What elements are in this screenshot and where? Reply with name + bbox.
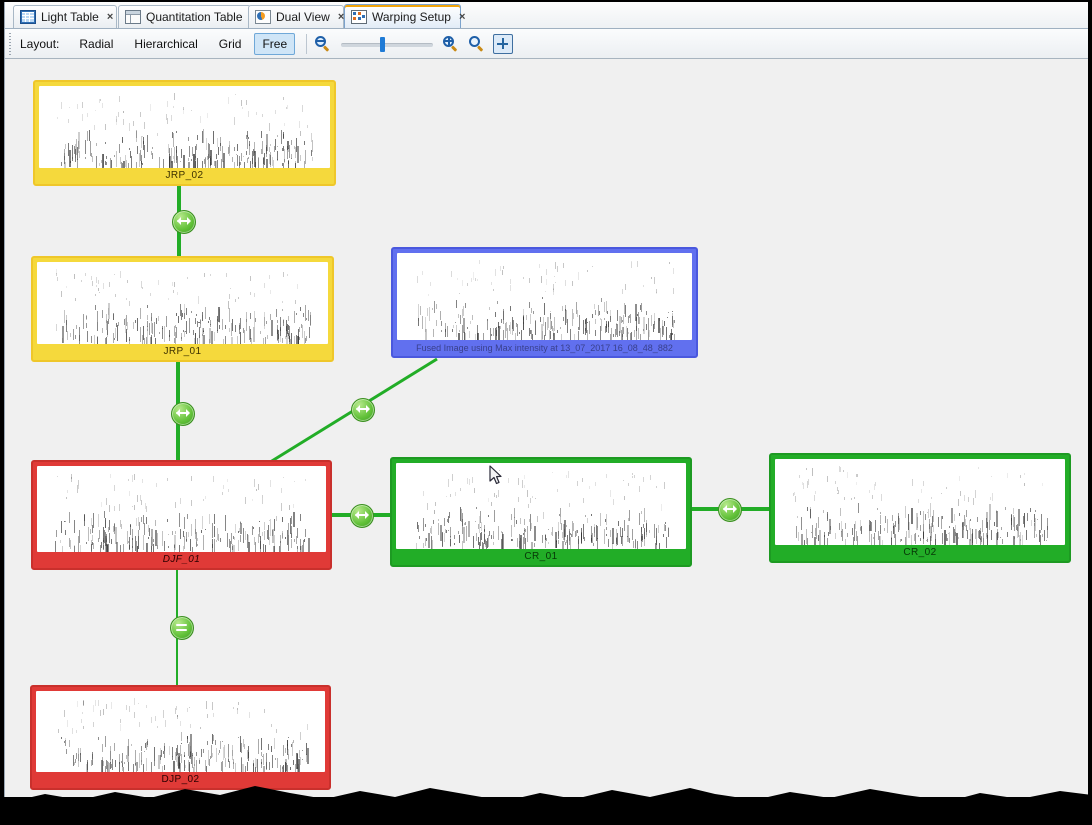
zoom-out-icon[interactable]: [315, 35, 331, 52]
tab-label: Warping Setup: [372, 9, 451, 24]
graph-node-jrp-01[interactable]: JRP_01: [31, 256, 334, 362]
toolbar-separator: [306, 33, 308, 54]
graph-node-cr-01[interactable]: CR_01: [390, 457, 692, 567]
layout-label: Layout:: [20, 36, 60, 51]
tab-close-icon[interactable]: ×: [337, 11, 345, 23]
frame-right: [1088, 0, 1092, 825]
graph-node-djp-02[interactable]: DJP_02: [30, 685, 331, 790]
application-window: Light Table × Quantitation Table × Dual …: [4, 2, 1089, 797]
tab-label: Quantitation Table: [146, 10, 243, 24]
warping-icon: [351, 9, 367, 24]
node-label: CR_01: [524, 551, 558, 562]
zoom-reset-icon[interactable]: [469, 35, 485, 52]
frame-left: [0, 0, 4, 825]
node-label: JRP_01: [163, 346, 202, 357]
edge-badge-djf01-fused[interactable]: [351, 398, 375, 422]
toolbar-drag-handle[interactable]: [9, 32, 15, 55]
tab-quantitation-table[interactable]: Quantitation Table ×: [118, 5, 264, 28]
edge-badge-jrp01-djf01[interactable]: [171, 402, 195, 426]
fit-to-screen-icon[interactable]: [493, 33, 514, 54]
tab-bar: Light Table × Quantitation Table × Dual …: [5, 2, 1089, 29]
layout-hierarchical-button[interactable]: Hierarchical: [134, 36, 198, 51]
node-label: JRP_02: [165, 170, 204, 181]
tab-dual-view[interactable]: Dual View ×: [248, 5, 344, 28]
node-label: CR_02: [903, 547, 937, 558]
tab-light-table[interactable]: Light Table ×: [13, 5, 117, 28]
node-preview-image: [36, 691, 325, 772]
node-label: DJF_01: [162, 554, 201, 565]
zoom-slider[interactable]: [341, 36, 434, 52]
graph-node-cr-02[interactable]: CR_02: [769, 453, 1071, 563]
layout-free-button[interactable]: Free: [254, 32, 296, 55]
frame-top: [0, 0, 1092, 2]
node-label: Fused Image using Max intensity at 13_07…: [416, 343, 673, 353]
graph-node-fused-image[interactable]: Fused Image using Max intensity at 13_07…: [391, 247, 698, 358]
node-label: DJP_02: [161, 774, 200, 785]
edge-badge-djf01-djp02[interactable]: [170, 616, 194, 640]
node-preview-image: [37, 466, 326, 552]
layout-grid-button[interactable]: Grid: [218, 36, 242, 51]
grid-icon: [20, 10, 36, 24]
table-icon: [125, 10, 141, 24]
warping-graph-canvas[interactable]: JRP_02 JRP_01 Fused Image using Max inte…: [5, 59, 1089, 797]
zoom-slider-thumb[interactable]: [380, 36, 386, 52]
graph-node-jrp-02[interactable]: JRP_02: [33, 80, 336, 186]
edge-badge-cr01-cr02[interactable]: [718, 498, 742, 522]
node-preview-image: [37, 262, 328, 344]
tab-close-icon[interactable]: ×: [106, 11, 114, 23]
zoom-slider-track: [341, 42, 434, 47]
layout-toolbar: Layout: Radial Hierarchical Grid Free: [5, 29, 1089, 59]
edge-badge-jrp02-jrp01[interactable]: [172, 210, 196, 234]
node-preview-image: [775, 459, 1065, 545]
tab-label: Light Table: [41, 10, 99, 24]
zoom-in-icon[interactable]: [443, 35, 459, 52]
layout-radial-button[interactable]: Radial: [79, 36, 114, 51]
pie-chart-icon: [255, 10, 271, 24]
node-preview-image: [396, 463, 686, 549]
node-preview-image: [397, 253, 692, 340]
edge-badge-djf01-cr01[interactable]: [350, 504, 374, 528]
graph-node-djf-01[interactable]: DJF_01: [31, 460, 332, 570]
tab-warping-setup[interactable]: Warping Setup ×: [344, 4, 465, 28]
tab-label: Dual View: [276, 10, 330, 24]
tab-close-icon[interactable]: ×: [458, 10, 466, 23]
node-preview-image: [39, 86, 330, 168]
